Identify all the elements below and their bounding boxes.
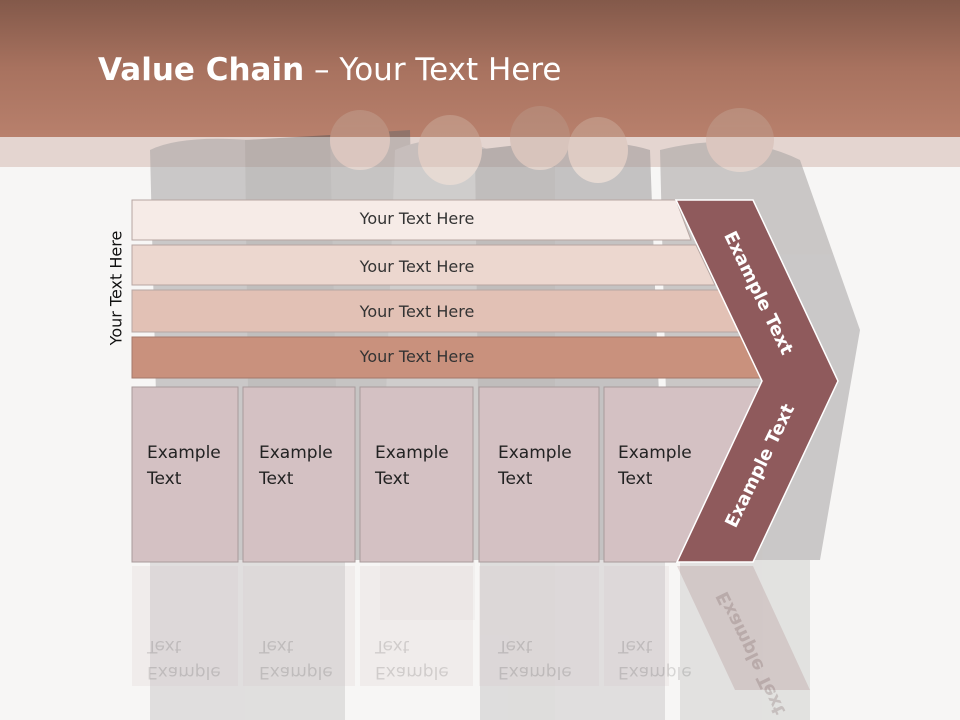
row-label-2: Your Text Here [359,257,475,276]
box-reflection-text-3: Example Text [375,636,449,682]
row-shape-1 [131,199,692,241]
page-title: Value Chain – Your Text Here [98,52,561,88]
title-rest: – Your Text Here [304,52,562,88]
box-label-5: Example Text [618,443,692,489]
box-reflection-text-5: Example Text [618,636,692,682]
box-reflection-3 [360,566,473,686]
box-reflection-text-2: Example Text [259,636,333,682]
chevron-reflection [677,566,810,690]
box-shape-4 [478,386,600,563]
header-bar [0,0,960,137]
title-bold: Value Chain [98,52,305,88]
row-label-4: Your Text Here [359,347,475,366]
box-reflection-2 [243,566,355,686]
box-label-1: Example Text [147,443,221,489]
box-shape-3 [359,386,474,563]
row-shape-2 [131,244,716,286]
row-label-3: Your Text Here [359,302,475,321]
box-shape-1 [131,386,239,563]
box-label-2: Example Text [259,443,333,489]
box-label-3: Example Text [375,443,449,489]
box-reflection-4 [479,566,599,686]
chevron-arrow [674,199,839,563]
row-label-1: Your Text Here [359,209,475,228]
box-label-4: Example Text [498,443,572,489]
box-reflection-5 [604,566,669,686]
side-label: Your Text Here [106,230,126,346]
box-shape-2 [242,386,356,563]
box-reflection-text-4: Example Text [498,636,572,682]
box-reflection-text-1: Example Text [147,636,221,682]
box-reflection-1 [132,566,238,686]
